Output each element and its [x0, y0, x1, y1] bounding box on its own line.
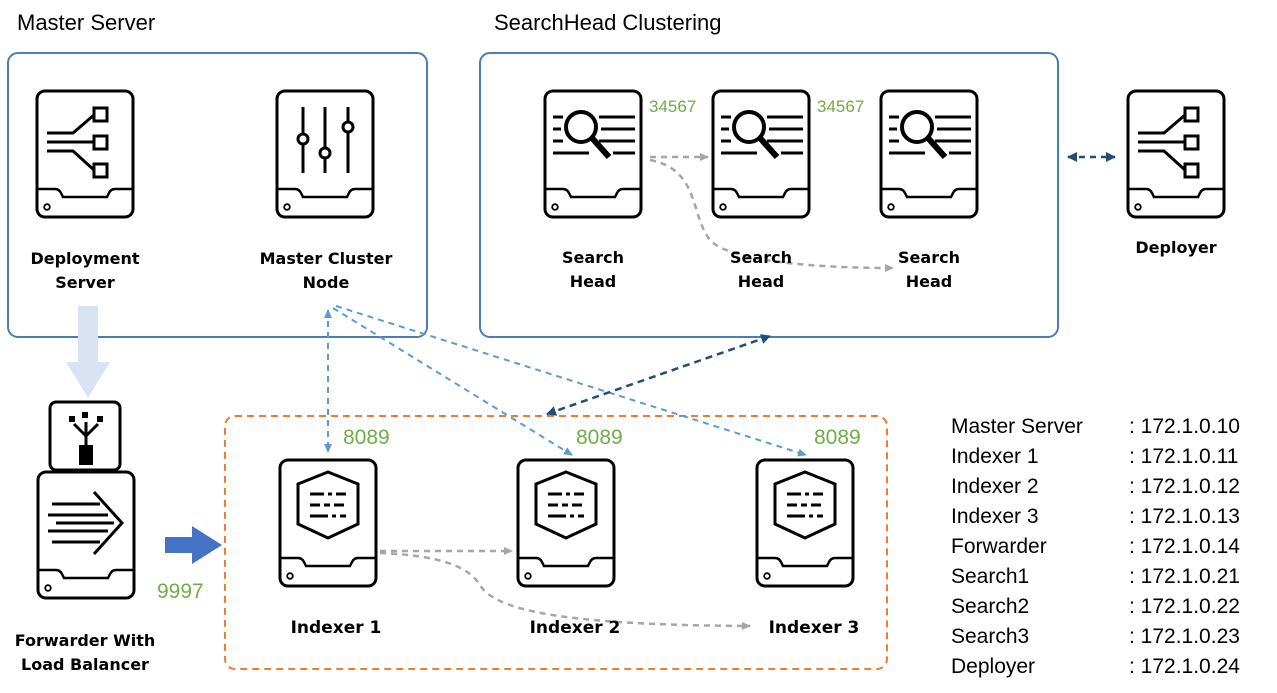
deployment-push-arrow [66, 306, 110, 398]
deployer-icon[interactable] [1126, 89, 1226, 219]
forwarder-label: Forwarder With Load Balancer [5, 629, 165, 677]
label-line: Head [905, 272, 953, 291]
host-name: Indexer 2 [951, 475, 1039, 498]
ip-address-table: Master Server : 172.1.0.10 Indexer 1 : 172… [951, 412, 1271, 682]
ip-row: Search3 : 172.1.0.23 [951, 622, 1271, 652]
label-line: Load Balancer [21, 655, 149, 674]
host-ip: : 172.1.0.11 [1129, 445, 1239, 468]
indexer-icon[interactable] [516, 458, 616, 588]
search-head-clustering-title: SearchHead Clustering [494, 10, 722, 35]
label-line: Node [302, 273, 350, 292]
forwarding-port-label: 9997 [157, 580, 204, 603]
search-head-icon[interactable] [543, 89, 643, 219]
ip-row: Indexer 2 : 172.1.0.12 [951, 472, 1271, 502]
indexer-label: Indexer 3 [768, 618, 860, 638]
label-line: Search [562, 248, 624, 267]
host-name: Master Server [951, 415, 1083, 438]
forwarder-icon[interactable] [36, 470, 136, 600]
indexer-replication-link [379, 551, 751, 630]
label-line: Master Cluster [259, 249, 393, 268]
indexer-label: Indexer 2 [529, 618, 621, 638]
indexer-cluster-group [224, 415, 888, 670]
master-server-group [7, 52, 428, 338]
forwarding-arrow [165, 526, 222, 564]
deployment-server-label: Deployment Server [5, 247, 165, 295]
host-name: Deployer [951, 655, 1036, 678]
label-line: Deployment [30, 249, 140, 268]
ip-row: Master Server : 172.1.0.10 [951, 412, 1271, 442]
ip-row: Forwarder : 172.1.0.14 [951, 532, 1271, 562]
search-head-icon[interactable] [711, 89, 811, 219]
master-cluster-node-icon[interactable] [275, 89, 375, 219]
master-cluster-node-label: Master Cluster Node [246, 247, 406, 295]
host-name: Indexer 3 [951, 505, 1039, 528]
label-line: Forwarder With [14, 631, 156, 650]
cluster-master-link [332, 307, 573, 456]
host-name: Search2 [951, 595, 1030, 618]
label-line: Search [730, 248, 792, 267]
ip-row: Indexer 3 : 172.1.0.13 [951, 502, 1271, 532]
host-name: Search3 [951, 625, 1030, 648]
management-port-label: 8089 [343, 426, 390, 449]
usb-plug-icon [48, 400, 122, 472]
search-head-label: Search Head [513, 246, 673, 294]
deployer-label: Deployer [1135, 238, 1217, 257]
cluster-master-link [335, 305, 807, 457]
host-name: Indexer 1 [951, 445, 1039, 468]
host-name: Forwarder [951, 535, 1047, 558]
host-ip: : 172.1.0.14 [1129, 535, 1240, 558]
search-head-label: Search Head [681, 246, 841, 294]
ip-row: Indexer 1 : 172.1.0.11 [951, 442, 1271, 472]
indexer-icon[interactable] [755, 458, 855, 588]
master-server-title: Master Server [17, 10, 156, 35]
indexer-icon[interactable] [278, 458, 378, 588]
ip-row: Search2 : 172.1.0.22 [951, 592, 1271, 622]
management-port-label: 8089 [814, 426, 861, 449]
ip-row: Search1 : 172.1.0.21 [951, 562, 1271, 592]
search-to-indexer-link [546, 334, 771, 416]
host-name: Search1 [951, 565, 1030, 588]
host-ip: : 172.1.0.24 [1129, 655, 1240, 678]
management-port-label: 8089 [576, 426, 623, 449]
host-ip: : 172.1.0.21 [1129, 565, 1240, 588]
host-ip: : 172.1.0.22 [1129, 595, 1240, 618]
host-ip: : 172.1.0.23 [1129, 625, 1240, 648]
shc-port-label: 34567 [649, 97, 697, 116]
indexer-label: Indexer 1 [290, 618, 382, 638]
shc-port-label: 34567 [817, 97, 865, 116]
label-line: Server [55, 273, 115, 292]
host-ip: : 172.1.0.10 [1129, 415, 1240, 438]
ip-row: Deployer : 172.1.0.24 [951, 652, 1271, 682]
label-line: Search [898, 248, 960, 267]
label-line: Head [737, 272, 785, 291]
host-ip: : 172.1.0.13 [1129, 505, 1240, 528]
search-head-icon[interactable] [879, 89, 979, 219]
search-head-label: Search Head [849, 246, 1009, 294]
label-line: Head [569, 272, 617, 291]
deployment-server-icon[interactable] [35, 89, 135, 219]
host-ip: : 172.1.0.12 [1129, 475, 1240, 498]
